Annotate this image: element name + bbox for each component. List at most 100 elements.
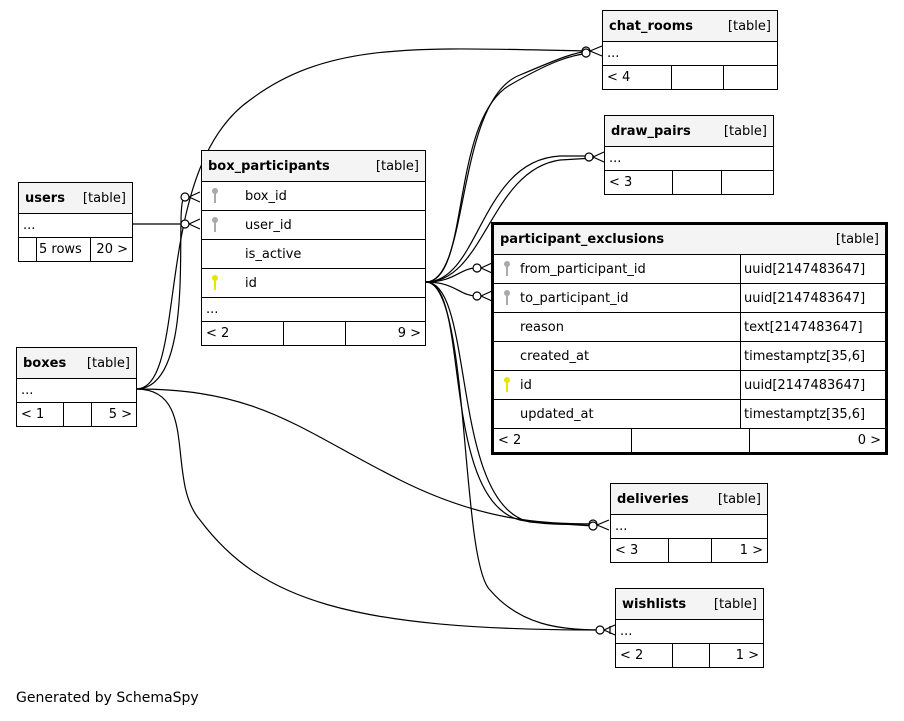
more-columns-row: ... <box>616 619 763 643</box>
more-columns-row: ... <box>202 297 425 321</box>
table-name: wishlists <box>622 596 687 612</box>
edge-bp-deliveries-2 <box>425 281 595 527</box>
column-name: user_id <box>245 217 292 233</box>
foreign-key-icon <box>502 255 512 283</box>
column-row: id uuid[2147483647] <box>494 370 885 399</box>
children-count: 9 > <box>397 326 421 341</box>
stats-row: < 3 1 > <box>611 538 767 562</box>
table-name: box_participants <box>208 158 330 174</box>
more-columns-row: ... <box>611 514 767 538</box>
column-name: reason <box>520 319 564 335</box>
edge-boxes-box-participants <box>135 196 186 390</box>
table-type: [table] <box>835 232 879 247</box>
stats-row: < 2 9 > <box>202 321 425 345</box>
table-type: [table] <box>723 123 767 139</box>
foreign-key-icon <box>502 284 512 312</box>
table-boxes[interactable]: boxes [table] ... < 1 5 > <box>16 347 137 427</box>
more-columns-row: ... <box>603 41 777 65</box>
row-count: 5 rows <box>39 242 82 257</box>
stats-row: < 2 1 > <box>616 643 763 667</box>
table-header: chat_rooms [table] <box>603 11 777 41</box>
column-name: id <box>245 275 257 291</box>
table-name: draw_pairs <box>611 123 691 139</box>
more-columns: ... <box>609 151 622 166</box>
table-name: users <box>25 190 65 206</box>
column-type: uuid[2147483647] <box>744 261 866 277</box>
stats-row: < 2 0 > <box>494 428 885 452</box>
edge-boxes-deliveries <box>135 388 595 525</box>
more-columns-row: ... <box>17 378 136 402</box>
edge-bp-draw-pairs-2 <box>425 157 595 283</box>
column-row: created_at timestamptz[35,6] <box>494 341 885 370</box>
primary-key-icon <box>502 371 512 399</box>
stats-row: < 3 <box>605 170 773 194</box>
table-header: box_participants [table] <box>202 151 425 181</box>
table-type: [table] <box>82 190 126 206</box>
primary-key-icon <box>210 269 220 297</box>
column-type: timestamptz[35,6] <box>744 406 866 422</box>
table-type: [table] <box>727 18 771 34</box>
children-count: 5 > <box>108 407 132 422</box>
table-header: users [table] <box>19 183 132 213</box>
children-count: 20 > <box>96 242 128 257</box>
edge-bp-wishlists <box>425 281 601 631</box>
column-type: uuid[2147483647] <box>744 377 866 393</box>
children-count: 0 > <box>857 433 881 448</box>
column-name: from_participant_id <box>520 261 646 277</box>
column-row: id <box>202 268 425 297</box>
table-name: chat_rooms <box>609 18 694 34</box>
table-header: deliveries [table] <box>611 484 767 514</box>
stats-row: < 4 <box>603 65 777 89</box>
column-row: box_id <box>202 181 425 210</box>
edge-boxes-chat-rooms <box>135 48 591 390</box>
table-type: [table] <box>713 596 757 612</box>
column-name: to_participant_id <box>520 290 629 306</box>
more-columns: ... <box>615 519 628 534</box>
edge-bp-chat-rooms-2 <box>425 52 591 283</box>
column-type: text[2147483647] <box>744 319 863 335</box>
column-row: to_participant_id uuid[2147483647] <box>494 283 885 312</box>
parents-count: < 2 <box>206 326 230 341</box>
table-type: [table] <box>86 355 130 371</box>
column-type: uuid[2147483647] <box>744 290 866 306</box>
foreign-key-icon <box>210 211 220 239</box>
table-header: draw_pairs [table] <box>605 116 773 146</box>
table-name: deliveries <box>617 491 689 507</box>
edge-bp-exclusions-to <box>425 281 477 297</box>
column-name: box_id <box>245 188 287 204</box>
table-users[interactable]: users [table] ... 5 rows 20 > <box>18 182 133 262</box>
column-row: reason text[2147483647] <box>494 312 885 341</box>
edge-boxes-wishlists <box>135 388 601 631</box>
table-type: [table] <box>375 158 419 174</box>
table-header: participant_exclusions [table] <box>494 225 885 254</box>
column-row: from_participant_id uuid[2147483647] <box>494 254 885 283</box>
edge-bp-draw-pairs-1 <box>425 155 594 283</box>
table-header: boxes [table] <box>17 348 136 378</box>
column-name: id <box>520 377 532 393</box>
parents-count: < 1 <box>21 407 45 422</box>
column-row: is_active <box>202 239 425 268</box>
more-columns: ... <box>21 383 34 398</box>
table-deliveries[interactable]: deliveries [table] ... < 3 1 > <box>610 483 768 563</box>
column-type: timestamptz[35,6] <box>744 348 866 364</box>
table-wishlists[interactable]: wishlists [table] ... < 2 1 > <box>615 588 764 668</box>
table-chat-rooms[interactable]: chat_rooms [table] ... < 4 <box>602 10 778 90</box>
table-box-participants[interactable]: box_participants [table] box_id user_id … <box>201 150 426 346</box>
foreign-key-icon <box>210 182 220 210</box>
children-count: 1 > <box>739 543 763 558</box>
more-columns: ... <box>206 302 219 317</box>
column-name: is_active <box>245 246 302 262</box>
column-name: updated_at <box>520 406 594 422</box>
table-draw-pairs[interactable]: draw_pairs [table] ... < 3 <box>604 115 774 195</box>
parents-count: < 4 <box>607 70 631 85</box>
more-columns-row: ... <box>19 213 132 237</box>
table-participant-exclusions[interactable]: participant_exclusions [table] from_part… <box>491 222 888 455</box>
children-count: 1 > <box>735 648 759 663</box>
more-columns: ... <box>607 46 620 61</box>
column-row: user_id <box>202 210 425 239</box>
table-header: wishlists [table] <box>616 589 763 619</box>
edge-bp-exclusions-from <box>425 267 477 283</box>
more-columns: ... <box>620 624 633 639</box>
stats-row: 5 rows 20 > <box>19 237 132 261</box>
table-name: participant_exclusions <box>500 232 665 247</box>
